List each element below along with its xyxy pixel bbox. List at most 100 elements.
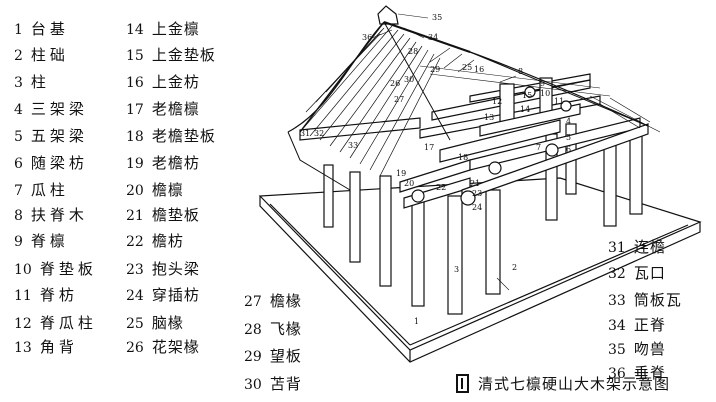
callout-number: 15 xyxy=(522,91,532,100)
legend-term: 穿插枋 xyxy=(151,286,200,304)
legend-term: 随梁枋 xyxy=(30,154,88,172)
callout-number: 7 xyxy=(536,143,541,152)
callout-number: 23 xyxy=(472,189,482,198)
callout-number: 2 xyxy=(512,263,517,272)
legend-term: 老檐枋 xyxy=(151,154,200,172)
legend-term: 花架椽 xyxy=(151,338,200,356)
legend-number: 13 xyxy=(14,340,32,356)
legend-number: 11 xyxy=(14,288,32,304)
callout-number: 6 xyxy=(566,145,571,154)
legend-number: 28 xyxy=(244,322,262,338)
legend-item: 27 檐椽 xyxy=(244,290,302,311)
columns xyxy=(323,123,643,315)
callout-number: 32 xyxy=(314,129,324,138)
callout-number: 26 xyxy=(390,79,400,88)
callout-number: 27 xyxy=(394,95,404,104)
callout-number: 25 xyxy=(462,63,472,72)
callout-number: 21 xyxy=(470,179,480,188)
legend-item: 15 上金垫板 xyxy=(126,44,216,65)
callout-number: 28 xyxy=(408,47,418,56)
callout-number: 17 xyxy=(424,143,434,152)
legend-term: 角背 xyxy=(39,338,78,356)
legend-term: 连檐 xyxy=(633,238,666,256)
callout-number: 19 xyxy=(396,169,406,178)
legend-term: 五架梁 xyxy=(30,127,88,145)
callout-leaders xyxy=(371,13,517,291)
callout-number: 3 xyxy=(454,265,459,274)
legend-number: 23 xyxy=(126,262,144,278)
legend-number: 22 xyxy=(126,234,144,250)
legend-term: 檐枋 xyxy=(151,232,184,250)
legend-number: 6 xyxy=(14,156,23,172)
legend-term: 瓜柱 xyxy=(30,181,69,199)
legend-term: 老檐檩 xyxy=(151,100,200,118)
callout-number: 18 xyxy=(458,153,468,162)
legend-number: 1 xyxy=(14,22,23,38)
callout-number: 11 xyxy=(554,97,564,106)
legend-item: 22 檐枋 xyxy=(126,230,184,251)
callout-number: 4 xyxy=(566,117,571,126)
legend-number: 36 xyxy=(608,366,626,382)
callout-number: 31 xyxy=(300,129,310,138)
legend-term: 飞椽 xyxy=(269,320,302,338)
legend-number: 29 xyxy=(244,349,262,365)
callout-number: 20 xyxy=(404,179,414,188)
legend-term: 三架梁 xyxy=(30,100,88,118)
legend-number: 15 xyxy=(126,48,144,64)
callout-number: 29 xyxy=(430,65,440,74)
callout-number: 16 xyxy=(474,65,484,74)
legend-number: 32 xyxy=(608,266,626,282)
callout-number: 36 xyxy=(362,33,372,42)
callout-number: 22 xyxy=(436,183,446,192)
callout-number: 5 xyxy=(566,133,571,142)
legend-term: 脊瓜柱 xyxy=(39,314,97,332)
legend-term: 檐椽 xyxy=(269,292,302,310)
callout-number: 34 xyxy=(428,33,438,42)
legend-number: 27 xyxy=(244,294,262,310)
legend-item: 13 角背 xyxy=(14,336,78,357)
callout-number: 1 xyxy=(414,317,419,326)
callout-number: 24 xyxy=(472,203,482,212)
legend-item: 32 瓦口 xyxy=(608,262,666,283)
legend-term: 上金檩 xyxy=(151,20,200,38)
legend-term: 筒板瓦 xyxy=(633,291,682,309)
legend-number: 19 xyxy=(126,156,144,172)
diagram-caption: 清式七檩硬山大木架示意图 xyxy=(456,373,670,394)
legend-term: 扶脊木 xyxy=(30,206,88,224)
callout-number: 14 xyxy=(520,105,530,114)
callout-number: 35 xyxy=(432,13,442,22)
roof xyxy=(287,5,661,191)
legend-number: 35 xyxy=(608,342,626,358)
legend-number: 20 xyxy=(126,183,144,199)
legend-term: 瓦口 xyxy=(633,264,666,282)
callout-number: 12 xyxy=(492,97,502,106)
legend-number: 9 xyxy=(14,234,23,250)
figure-box-icon xyxy=(456,374,469,393)
callout-number: 13 xyxy=(484,113,494,122)
callout-number: 33 xyxy=(348,141,358,150)
legend-number: 3 xyxy=(14,75,23,91)
legend-term: 上金垫板 xyxy=(151,46,216,64)
legend-term: 上金枋 xyxy=(151,73,200,91)
legend-term: 正脊 xyxy=(633,316,666,334)
legend-term: 台基 xyxy=(30,20,69,38)
legend-term: 抱头梁 xyxy=(151,260,200,278)
callout-number: 10 xyxy=(540,89,550,98)
